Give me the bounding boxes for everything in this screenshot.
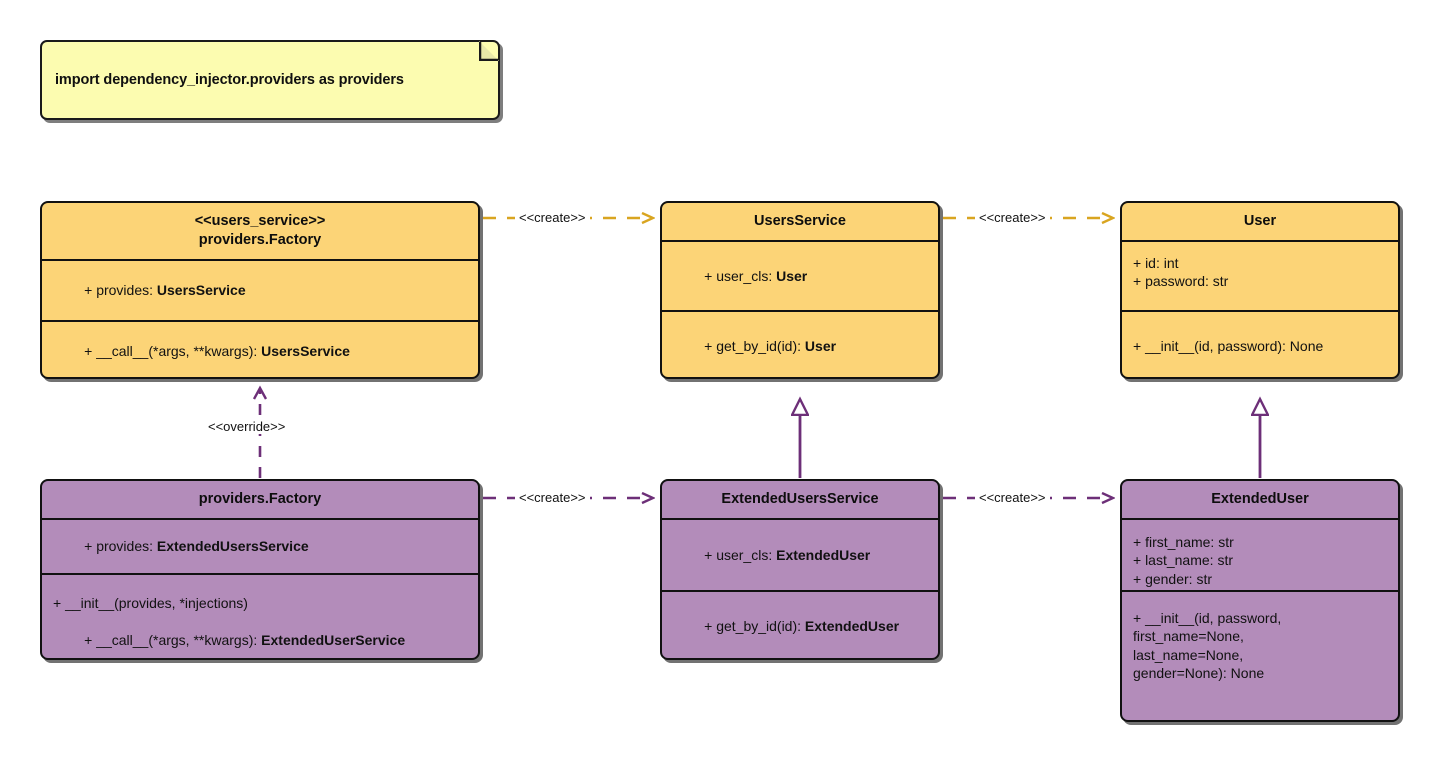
note-import: import dependency_injector.providers as …	[40, 40, 500, 120]
class-name: ExtendedUser	[1211, 491, 1309, 508]
class-name: User	[1243, 213, 1277, 230]
attribute-row: + password: str	[1133, 273, 1229, 290]
compartment-separator	[1122, 240, 1398, 242]
methods-compartment: + get_by_id(id): ExtendedUser	[662, 592, 938, 658]
class-header-users-service: UsersService	[662, 203, 938, 240]
attribute-type: ExtendedUsersService	[156, 538, 309, 555]
compartment-separator	[42, 259, 478, 261]
methods-compartment: + __init__(provides, *injections) + __ca…	[42, 575, 478, 658]
method-text: + get_by_id(id):	[704, 337, 805, 354]
attribute-type: ExtendedUser	[776, 546, 871, 563]
attribute-row: + id: int	[1133, 255, 1179, 271]
attributes-compartment: + user_cls: ExtendedUser	[662, 520, 938, 590]
attribute-text: + provides:	[84, 538, 157, 555]
edge-label-create-top-left: <<create>>	[515, 210, 590, 226]
attribute-row: + last_name: str	[1133, 552, 1233, 569]
method-type: UsersService	[261, 342, 350, 359]
method-type: ExtendedUserService	[261, 631, 406, 648]
attributes-compartment: + provides: ExtendedUsersService	[42, 520, 478, 573]
compartment-separator	[1122, 518, 1398, 520]
attribute-row: + user_cls: ExtendedUser	[673, 527, 927, 582]
compartment-separator	[42, 573, 478, 575]
edge-label-override: <<override>>	[204, 419, 290, 435]
compartment-separator	[662, 518, 938, 520]
attribute-text: + user_cls:	[704, 267, 777, 284]
attribute-row: + provides: ExtendedUsersService	[53, 519, 467, 574]
compartment-separator	[42, 518, 478, 520]
method-text: + __call__(*args, **kwargs):	[84, 631, 262, 648]
class-header-user: User	[1122, 203, 1398, 240]
class-header-users-service-factory: <<users_service>> providers.Factory	[42, 203, 478, 259]
note-import-text: import dependency_injector.providers as …	[55, 72, 404, 88]
method-row: + get_by_id(id): ExtendedUser	[673, 599, 927, 654]
class-name: providers.Factory	[198, 232, 322, 248]
attribute-row: + gender: str	[1133, 570, 1212, 587]
edge-label-create-bottom-left: <<create>>	[515, 490, 590, 506]
class-name: ExtendedUsersService	[721, 491, 879, 508]
compartment-separator	[1122, 310, 1398, 312]
edge-label-create-top-right: <<create>>	[975, 210, 1050, 226]
note-fold-corner	[479, 41, 499, 61]
methods-compartment: + __init__(id, password, first_name=None…	[1122, 592, 1398, 720]
compartment-separator	[1122, 590, 1398, 592]
compartment-separator	[662, 240, 938, 242]
class-box-extended-users-service[interactable]: ExtendedUsersService + user_cls: Extende…	[660, 479, 940, 660]
methods-compartment: + __init__(id, password): None	[1122, 312, 1398, 377]
method-row: + __init__(id, password, first_name=None…	[1133, 610, 1282, 682]
class-box-user[interactable]: User + id: int + password: str + __init_…	[1120, 201, 1400, 379]
method-row: + get_by_id(id): User	[673, 318, 927, 373]
method-type: User	[804, 337, 837, 354]
attribute-text: + user_cls:	[704, 546, 777, 563]
method-row: + __call__(*args, **kwargs): UsersServic…	[53, 323, 467, 377]
class-header-extended-factory: providers.Factory	[42, 481, 478, 518]
compartment-separator	[662, 310, 938, 312]
attribute-row: + user_cls: User	[673, 248, 927, 303]
attribute-row: + first_name: str	[1133, 534, 1234, 550]
method-row: + __init__(provides, *injections)	[53, 595, 248, 611]
class-header-extended-users-service: ExtendedUsersService	[662, 481, 938, 518]
class-box-extended-user[interactable]: ExtendedUser + first_name: str + last_na…	[1120, 479, 1400, 722]
method-type: ExtendedUser	[804, 618, 900, 635]
compartment-separator	[42, 320, 478, 322]
methods-compartment: + get_by_id(id): User	[662, 312, 938, 377]
method-text: + get_by_id(id):	[704, 618, 805, 635]
edge-label-create-bottom-right: <<create>>	[975, 490, 1050, 506]
class-box-users-service[interactable]: UsersService + user_cls: User + get_by_i…	[660, 201, 940, 379]
attributes-compartment: + id: int + password: str	[1122, 242, 1398, 310]
attribute-type: UsersService	[156, 282, 246, 299]
class-name: providers.Factory	[198, 491, 322, 508]
method-row: + __init__(id, password): None	[1133, 337, 1324, 354]
class-stereotype: <<users_service>>	[194, 213, 326, 230]
attributes-compartment: + first_name: str + last_name: str + gen…	[1122, 520, 1398, 590]
method-text: + __call__(*args, **kwargs):	[84, 342, 262, 359]
attribute-type: User	[776, 267, 808, 284]
attributes-compartment: + user_cls: User	[662, 242, 938, 310]
attribute-row: + provides: UsersService	[53, 263, 467, 318]
attributes-compartment: + provides: UsersService	[42, 261, 478, 320]
compartment-separator	[662, 590, 938, 592]
methods-compartment: + __call__(*args, **kwargs): UsersServic…	[42, 322, 478, 377]
attribute-text: + provides:	[84, 282, 157, 299]
class-box-extended-factory[interactable]: providers.Factory + provides: ExtendedUs…	[40, 479, 480, 660]
class-header-extended-user: ExtendedUser	[1122, 481, 1398, 518]
class-box-users-service-factory[interactable]: <<users_service>> providers.Factory + pr…	[40, 201, 480, 379]
method-row: + __call__(*args, **kwargs): ExtendedUse…	[53, 612, 467, 658]
class-name: UsersService	[754, 213, 846, 230]
